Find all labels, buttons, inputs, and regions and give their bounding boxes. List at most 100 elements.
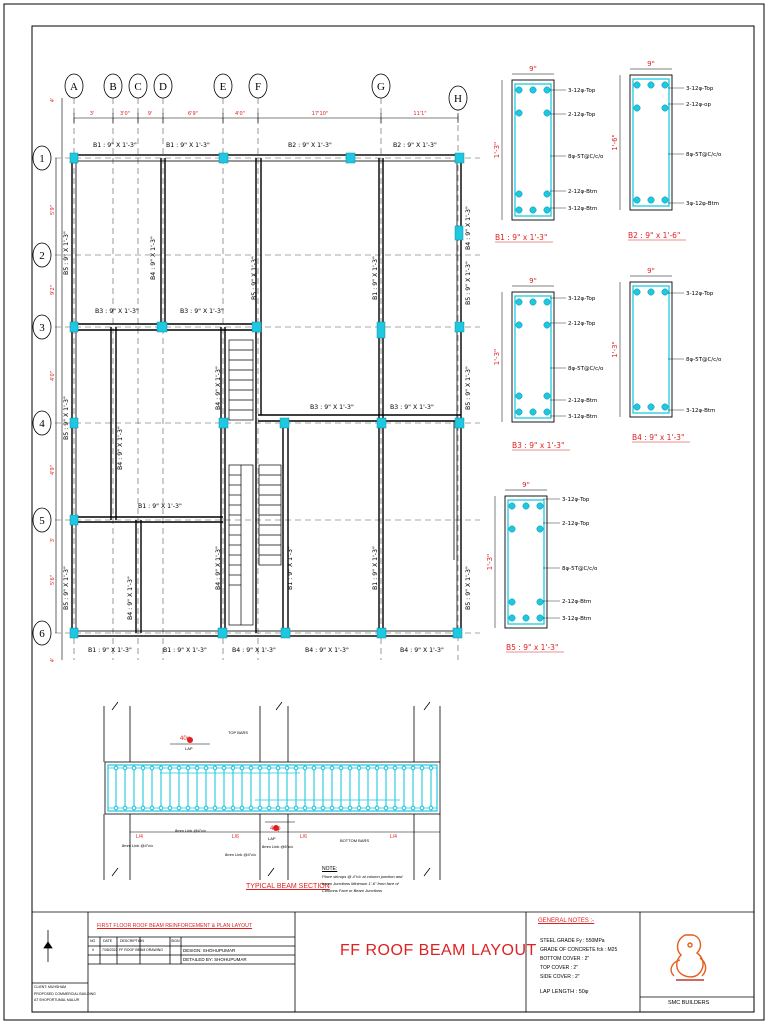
link-hook xyxy=(383,805,389,811)
top-bar xyxy=(529,86,537,94)
link-hook xyxy=(185,805,191,811)
outer-border xyxy=(3,3,765,1021)
link-hook xyxy=(230,805,236,811)
bottom-bar xyxy=(515,206,523,214)
beam-label-v_b5c: B5 : 9" X 1'-3" xyxy=(63,566,70,610)
top-dim-6: 11'1" xyxy=(413,111,426,117)
section-note: 3-12φ-Top xyxy=(568,88,596,94)
link-hook xyxy=(392,805,398,811)
left-dim-7: 4' xyxy=(50,658,56,663)
section-outline xyxy=(511,79,555,221)
section-width-label: 9" xyxy=(529,277,537,285)
stirrup-outline xyxy=(507,499,545,625)
link-hook xyxy=(140,765,146,771)
link-hook xyxy=(329,805,335,811)
beam-label-v_b5f: B5 : 9" X 1'-3" xyxy=(465,566,472,610)
top-dim-1: 3'0" xyxy=(120,111,130,117)
link-hook xyxy=(167,805,173,811)
beam-label-v_b1a: B1 : 9" X 1'-3" xyxy=(372,256,379,300)
section-note: 3-12φ-Btm xyxy=(568,206,597,212)
top-extra-bar xyxy=(661,104,669,112)
link-hook xyxy=(149,805,155,811)
grid-row-label-2: 2 xyxy=(39,250,45,262)
section-note: 8φ-5T@C/c/o xyxy=(686,357,722,363)
beam-label-bot_b1b: B1 : 9" X 1'-3" xyxy=(163,647,207,654)
section-width-label: 9" xyxy=(522,481,530,489)
bottom-bar xyxy=(508,614,516,622)
note-bottom-cover: BOTTOM COVER : 2" xyxy=(540,956,590,962)
top-extra-bar xyxy=(515,321,523,329)
link-hook xyxy=(383,765,389,771)
link-hook xyxy=(194,805,200,811)
section-title-b3: B3 : 9" x 1'-3" xyxy=(512,441,564,450)
stirrup-outline xyxy=(514,295,552,419)
link-hook xyxy=(320,765,326,771)
section-b3 xyxy=(501,285,570,451)
lap-top-sub: LAP xyxy=(185,746,193,751)
section-title-b1: B1 : 9" x 1'-3" xyxy=(495,233,547,242)
section-note: 2-12φ-Btm xyxy=(568,398,597,404)
section-note: 3-12φ-Top xyxy=(686,291,714,297)
top-extra-bar xyxy=(543,321,551,329)
detailed-by: DETAILED BY: SHOHUPUMAR xyxy=(183,957,247,962)
top-bar xyxy=(647,288,655,296)
section-title-b5: B5 : 9" x 1'-3" xyxy=(506,643,558,652)
grid-row-label-4: 4 xyxy=(39,418,45,430)
top-extra-bar xyxy=(508,525,516,533)
grid-col-label-H: H xyxy=(454,93,462,105)
link-hook xyxy=(266,805,272,811)
client-name: CLIENT: MUHSHAM xyxy=(34,985,67,989)
link-hook xyxy=(248,765,254,771)
ring-label-2: 8mm Link @4"c/c xyxy=(122,843,154,848)
link-hook xyxy=(428,805,434,811)
top-dim-4: 4'0" xyxy=(235,111,245,117)
section-depth-label: 1'-3" xyxy=(611,341,619,358)
link-hook xyxy=(428,765,434,771)
tr-no: 0 xyxy=(92,948,94,952)
beam-label-bot_b4b: B4 : 9" X 1'-3" xyxy=(305,647,349,654)
link-hook xyxy=(113,805,119,811)
beam-label-top_b2b: B2 : 9" X 1'-3" xyxy=(393,142,437,149)
section-outline xyxy=(511,291,555,423)
columns xyxy=(69,152,465,639)
bottom-extra-bar xyxy=(543,392,551,400)
design-by: DESIGN: SHOHUPUMAR xyxy=(183,948,236,953)
link-hook xyxy=(167,765,173,771)
link-hook xyxy=(293,805,299,811)
link-hook xyxy=(194,765,200,771)
grid-col-label-A: A xyxy=(70,81,78,93)
beam-label-v_b4d: B4 : 9" X 1'-3" xyxy=(215,366,222,410)
beam-label-b3d: B3 : 9" X 1'-3" xyxy=(390,404,434,411)
grid-col-label-F: F xyxy=(255,81,261,93)
link-hook xyxy=(401,805,407,811)
bottom-bar xyxy=(522,614,530,622)
general-notes-head: GENERAL NOTES :- xyxy=(538,918,595,924)
section-depth-label: 1'-6" xyxy=(611,134,619,151)
link-hook xyxy=(275,765,281,771)
section-depth-label: 1'-3" xyxy=(493,349,501,366)
company-name: SMC BUILDERS xyxy=(668,1000,710,1006)
beam-label-b3a: B3 : 9" X 1'-3" xyxy=(95,308,139,315)
typical-beam-drawing xyxy=(103,701,441,880)
section-width-label: 9" xyxy=(529,65,537,73)
beam-label-v_b4f: B4 : 9" X 1'-3" xyxy=(465,206,472,250)
beam-label-b1mid: B1 : 9" X 1'-3" xyxy=(138,503,182,510)
link-hook xyxy=(419,765,425,771)
th-no: NO xyxy=(90,939,96,943)
beam-outlines xyxy=(71,154,462,637)
th-sign: SIGN xyxy=(171,939,180,943)
top-dim-5: 17'10" xyxy=(312,111,328,117)
link-hook xyxy=(356,765,362,771)
l6-mid-2: L/6 xyxy=(300,834,307,840)
section-note: 2-12φ-Btm xyxy=(568,189,597,195)
tr-date: 7/08/2022 xyxy=(102,948,118,952)
top-bar xyxy=(515,86,523,94)
top-bar xyxy=(522,502,530,510)
sheet-title: FIRST FLOOR ROOF BEAM REINFORCEMENT & PL… xyxy=(97,923,253,929)
link-hook xyxy=(401,765,407,771)
typical-section-title: TYPICAL BEAM SECTION xyxy=(246,883,330,890)
beam-label-v_b1c: B1 : 9" X 1'-3" xyxy=(287,546,294,590)
bottom-bar xyxy=(647,403,655,411)
